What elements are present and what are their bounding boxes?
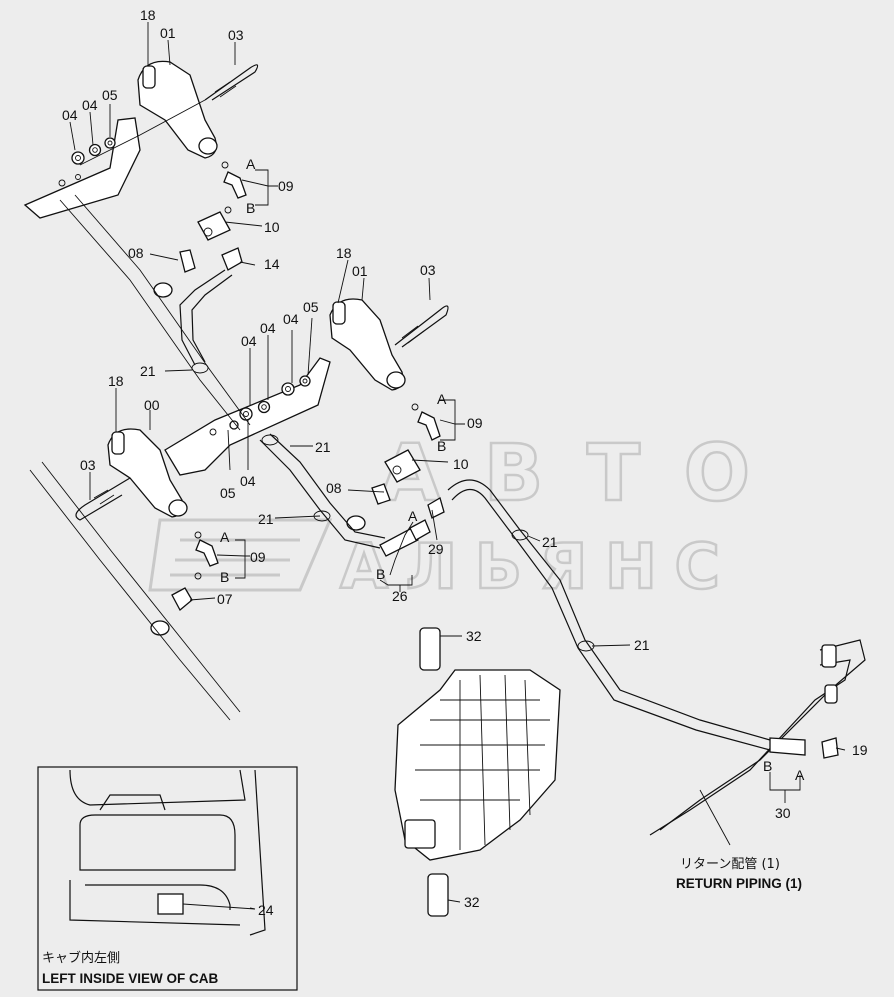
label-01b: 01 <box>352 263 368 279</box>
label-04e: 04 <box>283 311 299 327</box>
label-10b: 10 <box>453 456 469 472</box>
label-26: 26 <box>392 588 408 604</box>
label-18a: 18 <box>140 7 156 23</box>
label-19: 19 <box>852 742 868 758</box>
label-07: 07 <box>217 591 233 607</box>
label-Ac: A <box>408 508 418 524</box>
captions: リターン配管 (1) RETURN PIPING (1) キャブ内左側 LEFT… <box>42 857 802 986</box>
upper-pedal-assembly <box>23 60 259 366</box>
hose-lines <box>191 362 771 751</box>
label-09a: 09 <box>278 178 294 194</box>
label-18c: 18 <box>108 373 124 389</box>
part-labels: 18 01 03 04 04 05 A 09 B 10 08 14 18 01 … <box>62 7 868 918</box>
label-04b: 04 <box>82 97 98 113</box>
label-Bc: B <box>376 566 385 582</box>
label-05a: 05 <box>102 87 118 103</box>
label-32a: 32 <box>466 628 482 644</box>
middle-pedal-assembly <box>164 298 449 531</box>
label-03b: 03 <box>420 262 436 278</box>
label-30: 30 <box>775 805 791 821</box>
label-04a: 04 <box>62 107 78 123</box>
label-Ae: A <box>795 767 805 783</box>
label-04f: 04 <box>240 473 256 489</box>
label-24: 24 <box>258 902 274 918</box>
return-piping-jp: リターン配管 (1) <box>680 857 780 872</box>
label-05c: 05 <box>220 485 236 501</box>
label-Be: B <box>763 758 772 774</box>
label-Ab: A <box>437 391 447 407</box>
label-18b: 18 <box>336 245 352 261</box>
watermark: АВТО АЛЬЯНС <box>148 428 751 604</box>
lower-pedal-assembly <box>75 428 219 636</box>
label-21d: 21 <box>542 534 558 550</box>
frame-rails <box>29 194 251 721</box>
label-03a: 03 <box>228 27 244 43</box>
label-04c: 04 <box>241 333 257 349</box>
label-04d: 04 <box>260 320 276 336</box>
control-valve <box>394 627 561 917</box>
label-00: 00 <box>144 397 160 413</box>
label-Ba: B <box>246 200 255 216</box>
label-10a: 10 <box>264 219 280 235</box>
return-piping-en: RETURN PIPING (1) <box>676 876 802 891</box>
watermark-logo-icon <box>148 518 333 592</box>
leader-lines <box>69 22 846 910</box>
label-32b: 32 <box>464 894 480 910</box>
label-Bd: B <box>220 569 229 585</box>
cab-inset <box>37 766 298 991</box>
nut-washer-set-upper <box>71 137 116 165</box>
label-08b: 08 <box>326 480 342 496</box>
label-14a: 14 <box>264 256 280 272</box>
label-01a: 01 <box>160 25 176 41</box>
label-21e: 21 <box>634 637 650 653</box>
label-29: 29 <box>428 541 444 557</box>
cab-view-jp: キャブ内左側 <box>42 950 120 966</box>
label-08a: 08 <box>128 245 144 261</box>
cab-view-en: LEFT INSIDE VIEW OF CAB <box>42 971 219 986</box>
label-Bb: B <box>437 438 446 454</box>
nut-washer-set-middle <box>229 375 311 430</box>
label-Aa: A <box>246 156 256 172</box>
label-03c: 03 <box>80 457 96 473</box>
return-piping-assembly <box>649 639 866 846</box>
label-09c: 09 <box>250 549 266 565</box>
label-Ad: A <box>220 529 230 545</box>
label-21c: 21 <box>258 511 274 527</box>
label-05b: 05 <box>303 299 319 315</box>
label-09b: 09 <box>467 415 483 431</box>
label-21a: 21 <box>140 363 156 379</box>
label-21b: 21 <box>315 439 331 455</box>
